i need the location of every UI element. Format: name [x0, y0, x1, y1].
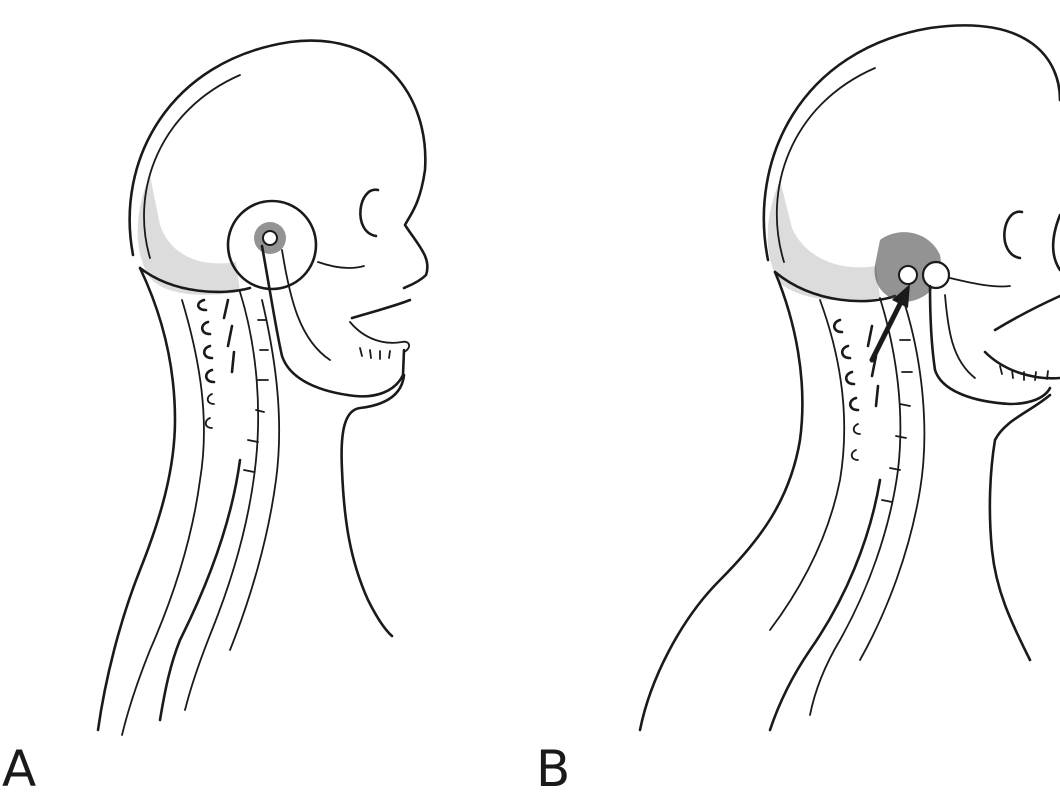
panel-b-lower-lip [985, 352, 1060, 378]
panel-b-cheek-line [950, 278, 1010, 287]
panel-b-skull-outline [764, 25, 1060, 260]
panel-b-skull-shading [768, 180, 880, 301]
panel-a-spine-outer [122, 300, 204, 735]
panel-a-neck-front [160, 460, 240, 720]
panel-b-condyle [923, 262, 949, 288]
panel-label-a: A [2, 744, 36, 794]
panel-b-spine-outer [770, 300, 844, 630]
panel-b-empty-fossa [899, 266, 917, 284]
panel-b-spine-inner [810, 298, 900, 715]
panel-b-drawing [640, 25, 1060, 730]
panel-b-face-edge [1053, 215, 1060, 270]
panel-a-eye-socket [360, 190, 378, 236]
panel-a-mandible-inner [282, 250, 330, 360]
panel-a-lower-lip [350, 322, 409, 352]
panel-b-spine-front [860, 305, 924, 660]
panel-a-upper-lip [352, 300, 410, 318]
panel-b-upper-lip [995, 296, 1060, 330]
panel-b-mandible-inner [945, 295, 975, 378]
panel-a-chin-throat [342, 375, 404, 636]
panel-b-throat [990, 395, 1050, 660]
panel-a-drawing [98, 41, 427, 735]
panel-a-cheek-line [318, 262, 364, 268]
panel-a-neck-back [98, 268, 175, 730]
panel-a-teeth [360, 348, 390, 359]
panel-b-mandible [930, 286, 1050, 404]
panel-a-condyle [263, 231, 277, 245]
panel-a-mandible [262, 246, 404, 396]
panel-b-neck-back [640, 272, 802, 730]
panel-label-b: B [536, 744, 570, 794]
panel-b-eye-socket [1004, 212, 1022, 258]
